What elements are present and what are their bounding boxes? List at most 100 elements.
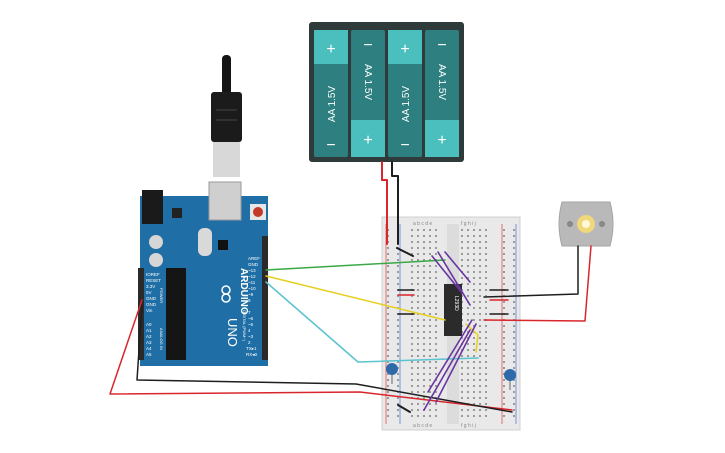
breadboard-hole[interactable] [387,295,389,297]
breadboard-hole[interactable] [397,379,399,381]
breadboard-hole[interactable] [485,295,487,297]
breadboard-hole[interactable] [429,379,431,381]
breadboard-hole[interactable] [397,373,399,375]
breadboard-hole[interactable] [461,337,463,339]
breadboard-hole[interactable] [473,247,475,249]
breadboard-hole[interactable] [513,247,515,249]
breadboard-hole[interactable] [417,241,419,243]
breadboard-hole[interactable] [429,385,431,387]
breadboard-hole[interactable] [397,331,399,333]
breadboard-hole[interactable] [411,265,413,267]
breadboard-hole[interactable] [435,331,437,333]
breadboard-hole[interactable] [429,247,431,249]
breadboard-hole[interactable] [397,409,399,411]
breadboard-hole[interactable] [397,295,399,297]
breadboard-hole[interactable] [461,373,463,375]
breadboard-hole[interactable] [503,337,505,339]
breadboard-hole[interactable] [461,391,463,393]
breadboard-hole[interactable] [397,415,399,417]
breadboard-hole[interactable] [503,271,505,273]
wire-pin11-cyan[interactable] [265,281,479,363]
breadboard-hole[interactable] [423,241,425,243]
breadboard-hole[interactable] [397,343,399,345]
breadboard-hole[interactable] [423,367,425,369]
breadboard-hole[interactable] [513,367,515,369]
breadboard-hole[interactable] [503,259,505,261]
breadboard-hole[interactable] [397,355,399,357]
breadboard-hole[interactable] [467,349,469,351]
breadboard-hole[interactable] [467,409,469,411]
breadboard-hole[interactable] [485,367,487,369]
breadboard-hole[interactable] [473,361,475,363]
breadboard-hole[interactable] [417,337,419,339]
breadboard-hole[interactable] [485,355,487,357]
breadboard-hole[interactable] [397,283,399,285]
breadboard-hole[interactable] [485,361,487,363]
breadboard-hole[interactable] [473,367,475,369]
breadboard-hole[interactable] [423,313,425,315]
breadboard-hole[interactable] [503,373,505,375]
breadboard-hole[interactable] [485,409,487,411]
breadboard-hole[interactable] [411,301,413,303]
breadboard-hole[interactable] [513,331,515,333]
breadboard-hole[interactable] [387,265,389,267]
breadboard-hole[interactable] [513,253,515,255]
breadboard-hole[interactable] [485,229,487,231]
breadboard-hole[interactable] [467,307,469,309]
reset-button[interactable] [253,207,263,217]
breadboard-hole[interactable] [485,307,487,309]
breadboard-hole[interactable] [473,379,475,381]
breadboard-hole[interactable] [429,253,431,255]
breadboard-hole[interactable] [435,289,437,291]
breadboard-hole[interactable] [473,343,475,345]
breadboard-hole[interactable] [479,397,481,399]
breadboard-hole[interactable] [467,397,469,399]
breadboard-hole[interactable] [417,403,419,405]
breadboard-hole[interactable] [387,301,389,303]
breadboard-hole[interactable] [417,289,419,291]
breadboard-hole[interactable] [467,271,469,273]
breadboard-hole[interactable] [479,409,481,411]
breadboard-hole[interactable] [387,409,389,411]
breadboard-hole[interactable] [473,391,475,393]
breadboard-hole[interactable] [429,235,431,237]
breadboard-hole[interactable] [473,259,475,261]
breadboard-hole[interactable] [411,343,413,345]
breadboard-hole[interactable] [429,415,431,417]
breadboard-hole[interactable] [397,385,399,387]
breadboard-hole[interactable] [479,241,481,243]
breadboard-hole[interactable] [411,229,413,231]
breadboard-hole[interactable] [423,355,425,357]
breadboard-hole[interactable] [435,409,437,411]
breadboard-hole[interactable] [411,355,413,357]
breadboard-hole[interactable] [467,265,469,267]
breadboard-hole[interactable] [485,397,487,399]
breadboard-hole[interactable] [423,247,425,249]
breadboard-hole[interactable] [417,331,419,333]
breadboard-hole[interactable] [429,343,431,345]
breadboard-hole[interactable] [397,271,399,273]
wire-purple-3[interactable] [444,251,471,283]
breadboard-hole[interactable] [479,235,481,237]
breadboard-hole[interactable] [411,379,413,381]
breadboard-hole[interactable] [485,241,487,243]
breadboard-hole[interactable] [417,247,419,249]
breadboard-hole[interactable] [435,271,437,273]
breadboard-hole[interactable] [479,265,481,267]
breadboard-hole[interactable] [467,241,469,243]
breadboard-hole[interactable] [435,415,437,417]
breadboard-hole[interactable] [461,361,463,363]
breadboard-hole[interactable] [417,295,419,297]
breadboard-hole[interactable] [387,397,389,399]
breadboard-hole[interactable] [513,361,515,363]
breadboard-hole[interactable] [417,361,419,363]
breadboard-hole[interactable] [513,379,515,381]
breadboard-hole[interactable] [503,253,505,255]
breadboard-hole[interactable] [435,265,437,267]
breadboard-hole[interactable] [435,361,437,363]
breadboard-hole[interactable] [473,265,475,267]
breadboard-hole[interactable] [467,361,469,363]
breadboard-hole[interactable] [461,229,463,231]
breadboard-hole[interactable] [503,331,505,333]
wire-purple-2[interactable] [437,251,471,306]
